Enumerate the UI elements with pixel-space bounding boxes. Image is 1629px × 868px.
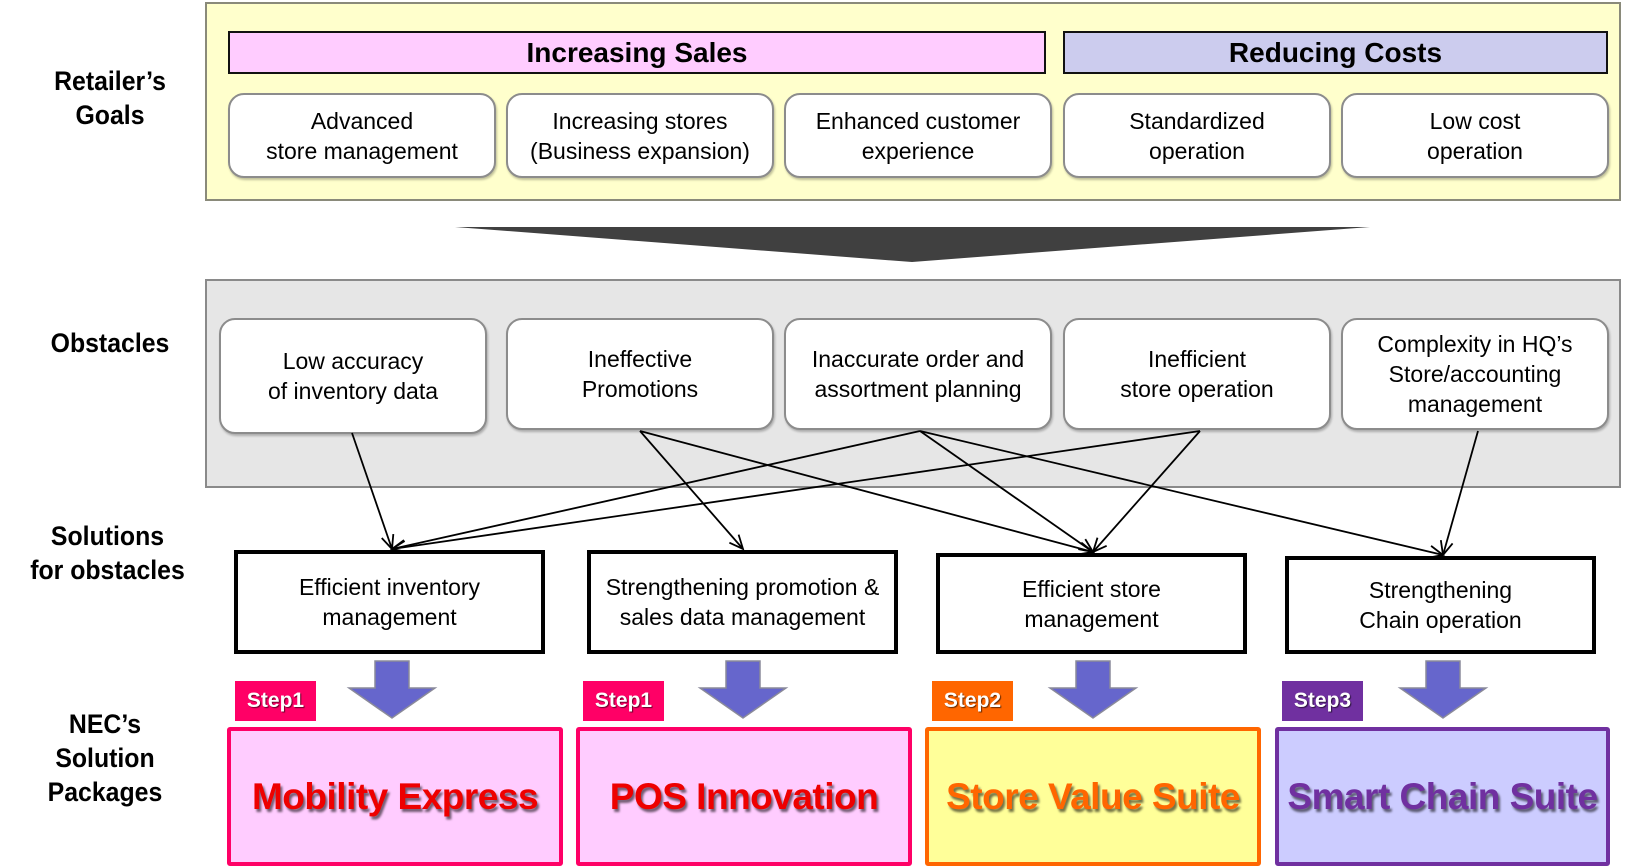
- down-arrow-icon: [1397, 660, 1489, 719]
- arrowhead-icon: [1078, 538, 1095, 554]
- package-smart-chain-suite: Smart Chain Suite: [1275, 727, 1610, 866]
- goal-item: Standardized operation: [1063, 93, 1331, 178]
- solution-item: Efficient store management: [936, 553, 1247, 654]
- goal-item: Enhanced customer experience: [784, 93, 1052, 178]
- package-name: Mobility Express: [251, 775, 539, 817]
- row-label-packages: NEC’s Solution Packages: [47, 709, 163, 807]
- goal-item: Advanced store management: [228, 93, 496, 178]
- obstacle-item: Complexity in HQ’s Store/accounting mana…: [1341, 318, 1609, 430]
- down-arrow-icon: [697, 660, 789, 719]
- goal-item: Low cost operation: [1341, 93, 1609, 178]
- category-label: Reducing Costs: [1228, 36, 1443, 68]
- down-arrow-icon: [346, 660, 438, 719]
- category-reducing-costs: Reducing Costs: [1063, 31, 1608, 74]
- category-increasing-sales: Increasing Sales: [228, 31, 1046, 74]
- step-badge: Step2: [932, 681, 1013, 721]
- step-badge: Step1: [583, 681, 664, 721]
- step-badge: Step3: [1282, 681, 1363, 721]
- row-label-obstacles: Obstacles: [50, 328, 170, 358]
- step-label: Step1: [246, 689, 305, 712]
- down-arrow-icon: [1047, 660, 1139, 719]
- obstacle-item: Inefficient store operation: [1063, 318, 1331, 430]
- obstacle-item: Inaccurate order and assortment planning: [784, 318, 1052, 430]
- step-label: Step2: [943, 689, 1002, 712]
- arrowhead-icon: [1091, 537, 1108, 554]
- package-name: Store Value Suite: [946, 775, 1240, 817]
- package-name: Smart Chain Suite: [1287, 775, 1598, 817]
- package-pos-innovation: POS Innovation: [576, 727, 912, 866]
- package-mobility-express: Mobility Express: [227, 727, 563, 866]
- row-label-solutions: Solutions for obstacles: [30, 521, 185, 585]
- solution-item: Efficient inventory management: [234, 550, 545, 654]
- row-label-goals: Retailer’s Goals: [54, 66, 166, 130]
- arrowhead-icon: [729, 534, 745, 551]
- category-label: Increasing Sales: [526, 36, 748, 68]
- goal-item: Increasing stores (Business expansion): [506, 93, 774, 178]
- solution-item: Strengthening promotion & sales data man…: [587, 550, 898, 654]
- arrowhead-icon: [1439, 540, 1454, 558]
- step-badge: Step1: [235, 681, 316, 721]
- funnel-arrow-icon: [455, 227, 1370, 262]
- solution-item: Strengthening Chain operation: [1285, 556, 1596, 654]
- obstacle-item: Low accuracy of inventory data: [219, 318, 487, 434]
- step-label: Step3: [1293, 689, 1352, 712]
- obstacle-item: Ineffective Promotions: [506, 318, 774, 430]
- package-name: POS Innovation: [609, 775, 879, 817]
- package-store-value-suite: Store Value Suite: [925, 727, 1261, 866]
- step-label: Step1: [594, 689, 653, 712]
- arrowhead-icon: [381, 533, 395, 552]
